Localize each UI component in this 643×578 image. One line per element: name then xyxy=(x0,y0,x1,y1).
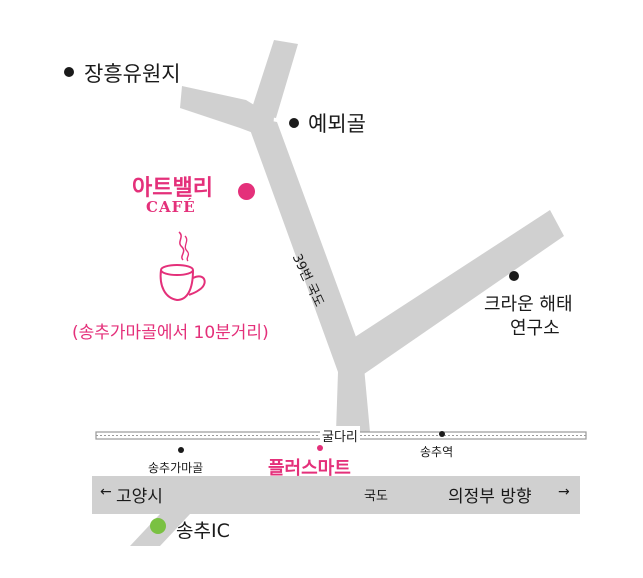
cafe-distance-note: (송추가마골에서 10분거리) xyxy=(72,323,269,343)
location-dot-icon xyxy=(289,118,299,128)
plus-mart-dot-icon xyxy=(317,445,323,451)
cafe-location-dot-icon xyxy=(238,183,255,200)
label-yemoegol: 예뫼골 xyxy=(308,112,366,136)
coffee-cup-icon xyxy=(159,231,206,302)
location-dot-icon xyxy=(509,271,519,281)
label-plus-mart: 플러스마트 xyxy=(268,458,351,479)
label-songchu-gamagol: 송추가마골 xyxy=(148,461,204,475)
cafe-sub: CAFÉ xyxy=(146,198,196,216)
location-dot-icon xyxy=(64,67,74,77)
label-national-road: 국도 xyxy=(364,489,388,504)
location-dot-icon xyxy=(439,431,445,437)
label-janghueung: 장흥유원지 xyxy=(84,62,181,86)
label-songchu-ic: 송추IC xyxy=(176,520,230,542)
road-national xyxy=(92,476,580,514)
label-goyang: 고양시 xyxy=(116,487,163,507)
ic-location-dot-icon xyxy=(150,518,166,534)
road-upper-north xyxy=(250,40,298,118)
label-crown-haitai-1: 크라운 해태 xyxy=(484,294,573,315)
location-dot-icon xyxy=(178,447,184,453)
label-crown-haitai-2: 연구소 xyxy=(510,318,560,339)
cafe-name: 아트밸리 xyxy=(132,176,213,201)
road-route-39 xyxy=(245,116,370,432)
label-guldari: 굴다리 xyxy=(320,426,360,445)
label-songchu-station: 송추역 xyxy=(420,445,454,459)
label-uijeongbu: 의정부 방향 xyxy=(448,487,532,507)
direction-left-arrow: ← xyxy=(100,484,112,500)
road-right-branch xyxy=(338,210,564,374)
direction-right-arrow: → xyxy=(558,484,570,500)
